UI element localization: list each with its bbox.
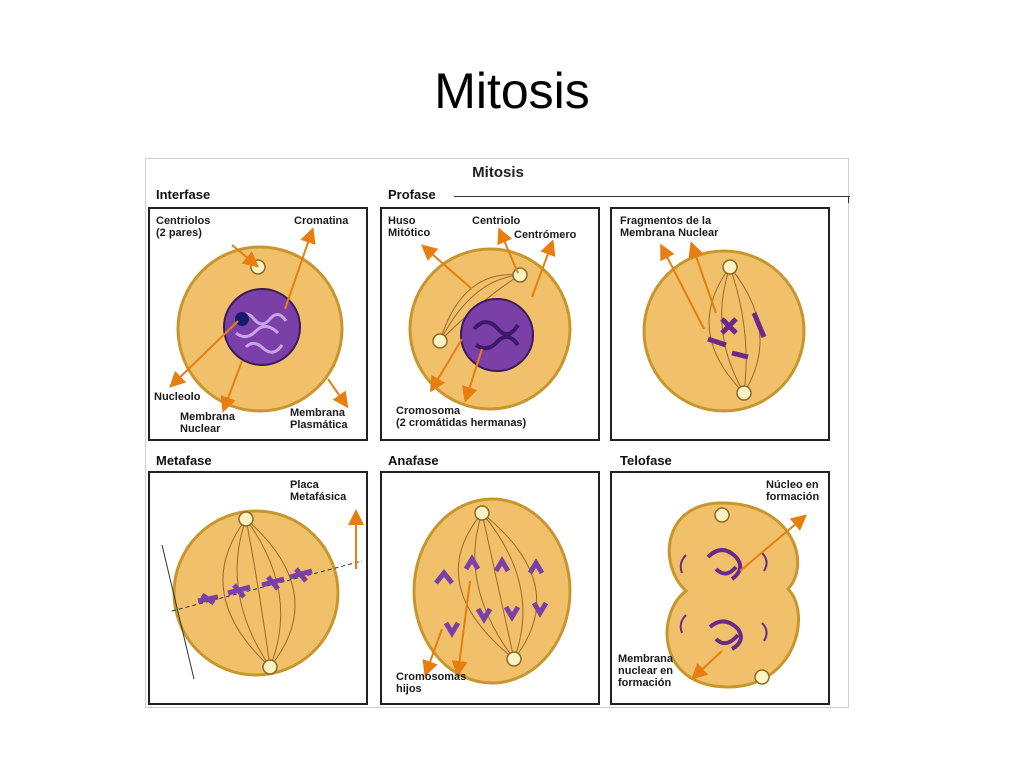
label-membrana-plasmatica: Membrana Plasmática — [290, 407, 348, 431]
heading-interfase: Interfase — [156, 187, 211, 202]
heading-telofase: Telofase — [620, 453, 672, 468]
label-cromosomas-hijos: Cromosomas hijos — [396, 671, 467, 695]
panel-metafase: Placa Metafásica — [148, 471, 368, 705]
label-centriolo: Centriolo — [472, 215, 521, 227]
telofase-illustration — [665, 501, 808, 689]
label-cromatina: Cromatina — [294, 215, 349, 227]
nucleolo — [235, 312, 249, 326]
label-nucleolo: Nucleolo — [154, 391, 201, 403]
label-membrana-nuclear: Membrana Nuclear — [180, 411, 236, 435]
label-fragmentos-membrana: Fragmentos de la Membrana Nuclear — [620, 215, 719, 239]
interfase-illustration — [169, 227, 349, 413]
heading-metafase: Metafase — [156, 453, 212, 468]
label-cromosoma: Cromosoma (2 cromátidas hermanas) — [396, 405, 527, 429]
panel-prometafase: Fragmentos de la Membrana Nuclear — [610, 207, 830, 441]
anafase-illustration — [412, 497, 572, 685]
panel-profase: Huso Mitótico Centriolo Centrómero Cromo… — [380, 207, 600, 441]
panel-anafase: Cromosomas hijos — [380, 471, 600, 705]
profase-bracket-line — [454, 196, 850, 197]
metafase-illustration — [161, 509, 364, 680]
label-membrana-nuclear-en-formacion: Membrana nuclear en formación — [618, 653, 674, 689]
mitosis-figure: Mitosis Interfase Profase Centriolos (2 … — [145, 158, 850, 708]
label-centromero: Centrómero — [514, 229, 577, 241]
label-huso-mitotico: Huso Mitótico — [388, 215, 431, 239]
profase-bracket-tick — [848, 196, 849, 203]
heading-profase: Profase — [388, 187, 436, 202]
prometafase-illustration — [642, 241, 806, 413]
label-nucleo-en-formacion: Núcleo en formación — [766, 479, 820, 503]
panel-interfase: Centriolos (2 pares) Cromatina Nucleolo … — [148, 207, 368, 441]
figure-title: Mitosis — [472, 164, 524, 181]
slide-title: Mitosis — [434, 63, 590, 119]
heading-anafase: Anafase — [388, 453, 439, 468]
label-placa-metafasica: Placa Metafásica — [290, 479, 347, 503]
label-centriolos: Centriolos (2 pares) — [156, 215, 211, 239]
panel-telofase: Núcleo en formación Membrana nuclear en … — [610, 471, 830, 705]
profase-illustration — [408, 227, 572, 411]
